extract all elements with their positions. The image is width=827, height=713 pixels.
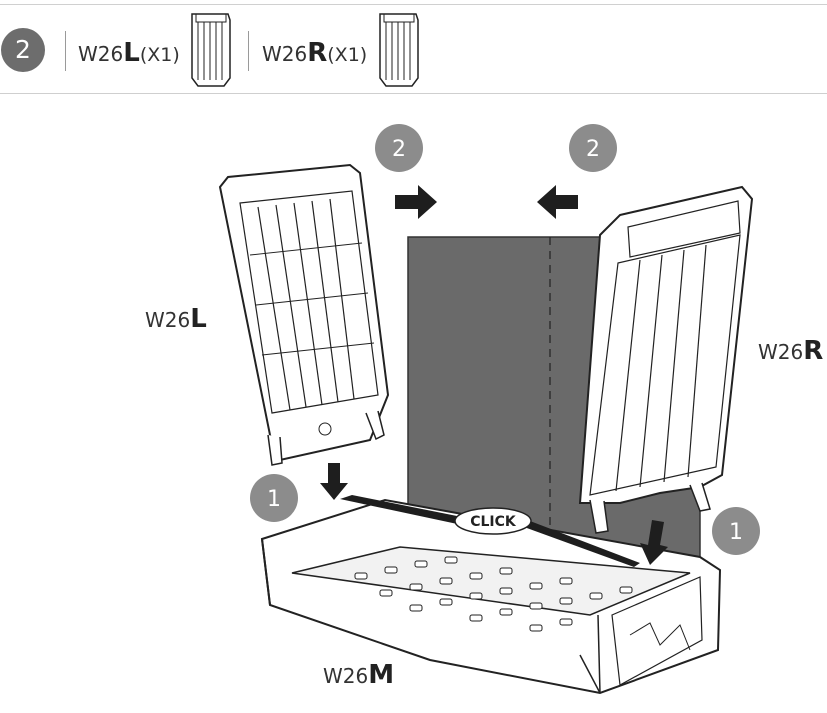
step-number-badge: 2: [1, 28, 45, 72]
part-left-thumbnail: [191, 13, 231, 87]
arrow-down-icon: [320, 463, 348, 500]
arrow-down-icon: [640, 520, 668, 565]
part-left-prefix: W26: [78, 42, 124, 66]
part-right-letter: R: [307, 38, 328, 68]
step-badge-2-right: 2: [569, 124, 617, 172]
assembly-illustration: CLICK 2 2 1 1: [218, 124, 760, 695]
click-label: CLICK: [470, 514, 517, 530]
step-badge-1-left: 1: [250, 474, 298, 522]
click-leader-line: [524, 521, 640, 567]
svg-text:1: 1: [729, 520, 743, 545]
step-badge-2-left: 2: [375, 124, 423, 172]
header-rule: [0, 93, 827, 94]
step-badge-1-right: 1: [712, 507, 760, 555]
label-left-panel: W26L: [145, 304, 207, 334]
part-left-letter: L: [123, 38, 140, 68]
part-left-qty: (X1): [139, 44, 180, 66]
click-callout: [454, 507, 532, 535]
svg-text:2: 2: [392, 137, 406, 162]
base-tray: [260, 498, 722, 695]
top-rule: [0, 4, 827, 5]
label-right-panel: W26R: [758, 336, 824, 366]
part-label-right: W26R(X1): [262, 38, 367, 68]
right-panel: [578, 185, 754, 534]
part-right-qty: (X1): [327, 44, 368, 66]
part-right-thumbnail: [379, 13, 419, 87]
part-label-left: W26L(X1): [78, 38, 180, 68]
click-leader-line: [340, 495, 462, 525]
separator: [248, 31, 249, 71]
arrow-right-icon: [395, 185, 437, 219]
part-right-prefix: W26: [262, 42, 308, 66]
left-panel: [218, 163, 390, 466]
svg-text:2: 2: [586, 137, 600, 162]
label-base-tray: W26M: [323, 660, 395, 690]
separator: [65, 31, 66, 71]
svg-text:1: 1: [267, 487, 281, 512]
arrow-left-icon: [537, 185, 578, 219]
